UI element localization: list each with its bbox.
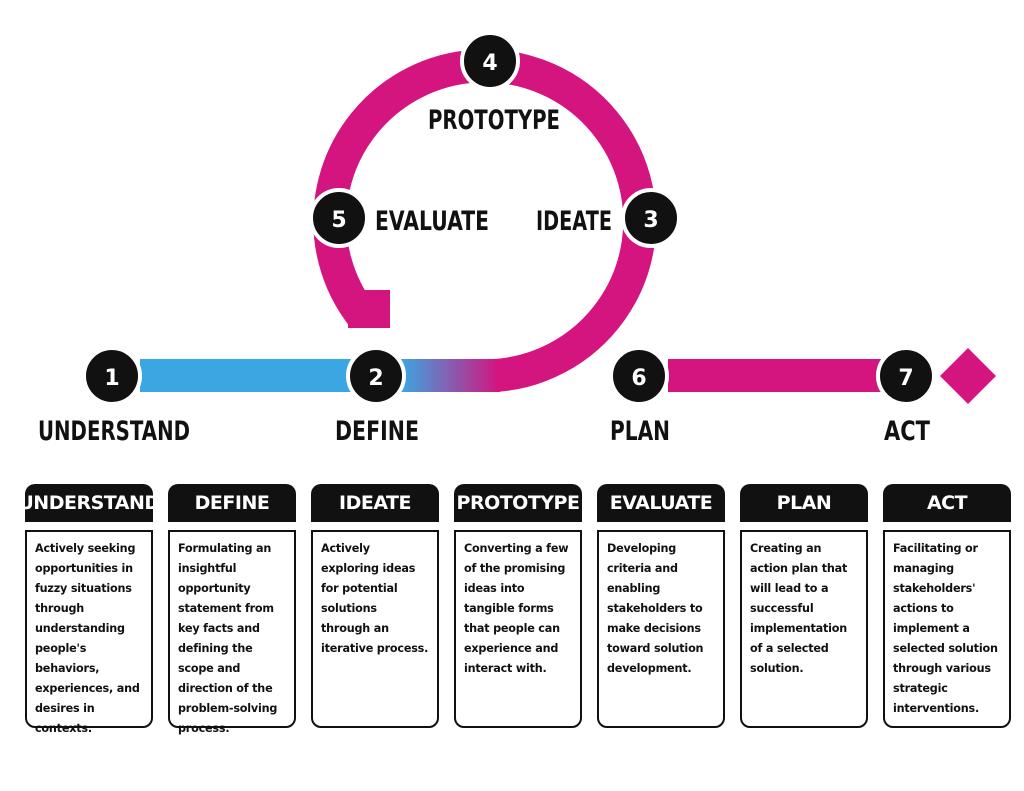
card-title-evaluate: EVALUATE bbox=[597, 484, 725, 522]
card-title-understand: UNDERSTAND bbox=[18, 484, 160, 522]
step-label-evaluate: EVALUATE bbox=[375, 206, 489, 237]
card-text-ideate: Actively exploring ideas for potential s… bbox=[311, 530, 439, 728]
step-circle-7: 7 bbox=[876, 346, 936, 406]
step-number-3: 3 bbox=[643, 208, 658, 233]
step-circle-6: 6 bbox=[609, 346, 669, 406]
step-circle-1: 1 bbox=[82, 346, 142, 406]
step-circle-3: 3 bbox=[621, 188, 681, 248]
card-title-plan: PLAN bbox=[740, 484, 868, 522]
connector-define-ideate bbox=[400, 359, 500, 392]
step-label-define: DEFINE bbox=[335, 416, 419, 447]
step-circle-4: 4 bbox=[460, 31, 520, 91]
card-title-prototype: PROTOTYPE bbox=[454, 484, 582, 522]
step-circle-2: 2 bbox=[346, 346, 406, 406]
card-text-understand: Actively seeking opportunities in fuzzy … bbox=[25, 530, 153, 735]
card-text-plan: Creating an action plan that will lead t… bbox=[740, 530, 868, 728]
card-title-act: ACT bbox=[883, 484, 1011, 522]
process-diagram: 1 2 3 4 5 6 7 UNDERSTAND DEFINE IDEATE P… bbox=[38, 31, 996, 447]
card-text-prototype: Converting a few of the promising ideas … bbox=[454, 530, 582, 728]
act-arrow-head bbox=[940, 348, 996, 404]
step-label-understand: UNDERSTAND bbox=[38, 416, 190, 447]
step-circle-5: 5 bbox=[309, 188, 369, 248]
step-label-ideate: IDEATE bbox=[536, 206, 612, 237]
connector-understand-define bbox=[140, 359, 362, 392]
step-label-act: ACT bbox=[884, 416, 930, 447]
step-number-2: 2 bbox=[368, 366, 383, 391]
card-text-define: Formulating an insightful opportunity st… bbox=[168, 530, 296, 735]
step-number-6: 6 bbox=[631, 366, 646, 391]
step-number-1: 1 bbox=[104, 366, 119, 391]
step-number-7: 7 bbox=[898, 366, 913, 391]
card-text-evaluate: Developing criteria and enabling stakeho… bbox=[597, 530, 725, 728]
step-label-prototype: PROTOTYPE bbox=[428, 105, 560, 136]
card-title-define: DEFINE bbox=[168, 484, 296, 522]
connector-plan-act bbox=[668, 359, 888, 392]
step-number-5: 5 bbox=[331, 208, 346, 233]
loop-arrow-stub bbox=[348, 290, 390, 328]
card-title-ideate: IDEATE bbox=[311, 484, 439, 522]
step-label-plan: PLAN bbox=[610, 416, 670, 447]
step-number-4: 4 bbox=[482, 51, 497, 76]
card-text-act: Facilitating or managing stakeholders' a… bbox=[883, 530, 1011, 728]
